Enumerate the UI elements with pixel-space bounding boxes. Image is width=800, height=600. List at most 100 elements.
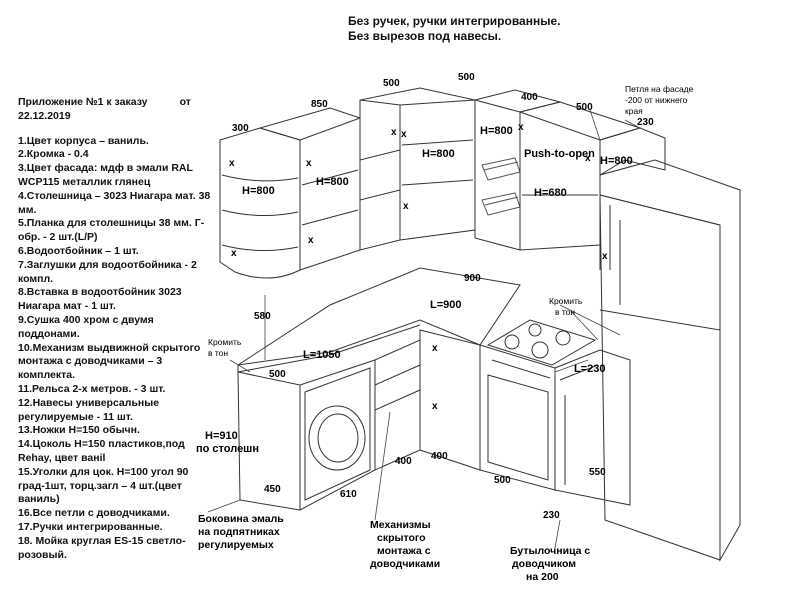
countertop-edge — [237, 324, 421, 373]
length-l900: L=900 — [430, 299, 462, 311]
washing-machine-door — [308, 405, 366, 471]
dim-front-500: 500 — [269, 369, 286, 380]
x-mark: x — [401, 129, 407, 140]
svg-text:в тон: в тон — [555, 307, 575, 317]
order-title-right: от — [179, 96, 191, 108]
height-h910-note: по столешн — [196, 443, 259, 455]
x-mark: x — [306, 158, 312, 169]
order-title: Приложение №1 к заказу от 22.12.2019 — [18, 96, 218, 124]
leader-lines — [207, 109, 641, 549]
dim-upper-850: 850 — [311, 99, 328, 110]
svg-text:регулируемых: регулируемых — [198, 539, 274, 551]
dim-base-230: 230 — [543, 510, 560, 521]
washing-machine — [304, 367, 371, 501]
dim-upper-500b: 500 — [458, 72, 475, 83]
note-mechanisms: Механизмы скрытого монтажа с доводчиками — [370, 519, 440, 570]
height-h680: H=680 — [534, 187, 567, 199]
push-to-open-label: Push-to-open — [524, 148, 595, 160]
spec-item: 14.Цоколь Н=150 пластиков,под Rehay, цве… — [18, 438, 185, 464]
dim-base-400a: 400 — [395, 456, 412, 467]
spec-item: 2.Кромка - 0.4 — [18, 148, 89, 161]
height-h800-a: H=800 — [242, 185, 275, 197]
svg-text:доводчиком: доводчиком — [512, 558, 576, 570]
x-mark: x — [432, 401, 438, 412]
countertop-corner — [237, 267, 521, 366]
svg-text:-200 от нижнего: -200 от нижнего — [625, 95, 688, 105]
dim-base-550: 550 — [589, 467, 606, 478]
burners — [504, 323, 571, 359]
upper-cabinet-rounded-shelves — [221, 174, 299, 252]
gas-hob — [486, 319, 597, 366]
height-h800-d: H=800 — [480, 125, 513, 137]
x-mark: x — [231, 248, 237, 259]
spec-item: 13.Ножки Н=150 обычн. — [18, 424, 140, 437]
svg-text:в тон: в тон — [208, 348, 228, 358]
x-mark: x — [432, 343, 438, 354]
sink-cabinet — [419, 329, 481, 471]
dim-tall-580: 580 — [254, 311, 271, 322]
height-h800-e: H=800 — [600, 155, 633, 167]
svg-text:Кромить: Кромить — [549, 296, 583, 306]
spec-item: 11.Рельса 2-х метров. - 3 шт. — [18, 382, 166, 395]
spec-item: 8.Вставка в водоотбойник 3023 Ниагара ма… — [18, 286, 182, 313]
svg-text:на подпятниках: на подпятниках — [198, 526, 280, 538]
svg-text:Бутылочница с: Бутылочница с — [510, 545, 590, 557]
upper-corner-cabinet — [359, 87, 476, 251]
upper-cabinet-500 — [519, 101, 642, 251]
svg-text:Боковина эмаль: Боковина эмаль — [198, 513, 284, 525]
x-mark: x — [403, 201, 409, 212]
spec-item: 7.Заглушки для водоотбойника - 2 компл. — [18, 258, 197, 285]
x-mark: x — [308, 235, 314, 246]
dim-base-450: 450 — [264, 484, 281, 495]
x-mark: x — [602, 251, 608, 262]
spec-item: 9.Сушка 400 хром с двумя поддонами. — [18, 313, 154, 340]
dim-base-400b: 400 — [431, 451, 448, 462]
header-line-1: Без ручек, ручки интегрированные. — [348, 14, 561, 28]
dish-rack — [481, 157, 521, 216]
dim-base-500: 500 — [494, 475, 511, 486]
order-date: 22.12.2019 — [18, 109, 71, 122]
spec-item: 10.Механизм выдвижной скрытого монтажа с… — [18, 341, 201, 382]
spec-item: 15.Уголки для цок. Н=100 угол 90 град-1ш… — [18, 465, 189, 506]
spec-item: 4.Столешница – 3023 Ниагара мат. 38 мм. — [18, 189, 211, 216]
right-base-cabinet — [554, 349, 631, 506]
dim-upper-230: 230 — [637, 117, 654, 128]
dim-base-610: 610 — [340, 489, 357, 500]
spec-item: 16.Все петли с доводчиками. — [18, 507, 170, 520]
dim-upper-500a: 500 — [383, 78, 400, 89]
upper-dryer-cabinet — [474, 89, 562, 251]
dim-upper-500c: 500 — [576, 102, 593, 113]
x-mark: x — [391, 127, 397, 138]
spec-item: 3.Цвет фасада: мдф в эмали RAL WCP115 ме… — [18, 162, 193, 188]
upper-cabinet-850-shelves — [301, 149, 401, 226]
oven-door — [487, 359, 551, 481]
dim-counter-900: 900 — [464, 273, 481, 284]
spec-items: 1.Цвет корпуса – ваниль. 2.Кромка - 0.4 … — [18, 135, 218, 563]
height-h800-c: H=800 — [422, 148, 455, 160]
svg-text:края: края — [625, 106, 643, 116]
spec-list: Приложение №1 к заказу от 22.12.2019 1.Ц… — [18, 96, 218, 562]
header-line-2: Без вырезов под навесы. — [348, 29, 502, 43]
svg-text:на 200: на 200 — [526, 571, 559, 583]
note-hinge: Петля на фасаде -200 от нижнего края — [625, 84, 694, 116]
note-side-panel: Боковина эмаль на подпятниках регулируем… — [198, 513, 284, 551]
cabinet-lines — [207, 87, 741, 562]
drawer-cabinet — [374, 339, 421, 471]
svg-text:монтажа с: монтажа с — [377, 545, 431, 557]
spec-item: 5.Планка для столешницы 38 мм. Г-обр. - … — [18, 217, 205, 244]
spec-item: 17.Ручки интегрированные. — [18, 520, 163, 533]
x-mark: x — [585, 153, 591, 164]
spec-item: 12.Навесы универсальные регулируемые - 1… — [18, 396, 160, 423]
washing-machine-door-inner — [317, 413, 359, 463]
note-edge-tone-a: Кромить в тон — [208, 337, 242, 358]
svg-text:скрытого: скрытого — [377, 532, 426, 544]
spec-item: 1.Цвет корпуса – ваниль. — [18, 134, 149, 147]
note-edge-tone-b: Кромить в тон — [549, 296, 583, 317]
svg-text:Петля на фасаде: Петля на фасаде — [625, 84, 694, 94]
svg-text:доводчиками: доводчиками — [370, 558, 440, 570]
tall-fridge-front — [599, 194, 721, 561]
dim-upper-400: 400 — [521, 92, 538, 103]
length-l230: L=230 — [574, 363, 606, 375]
header-note: Без ручек, ручки интегрированные. Без вы… — [348, 14, 560, 44]
